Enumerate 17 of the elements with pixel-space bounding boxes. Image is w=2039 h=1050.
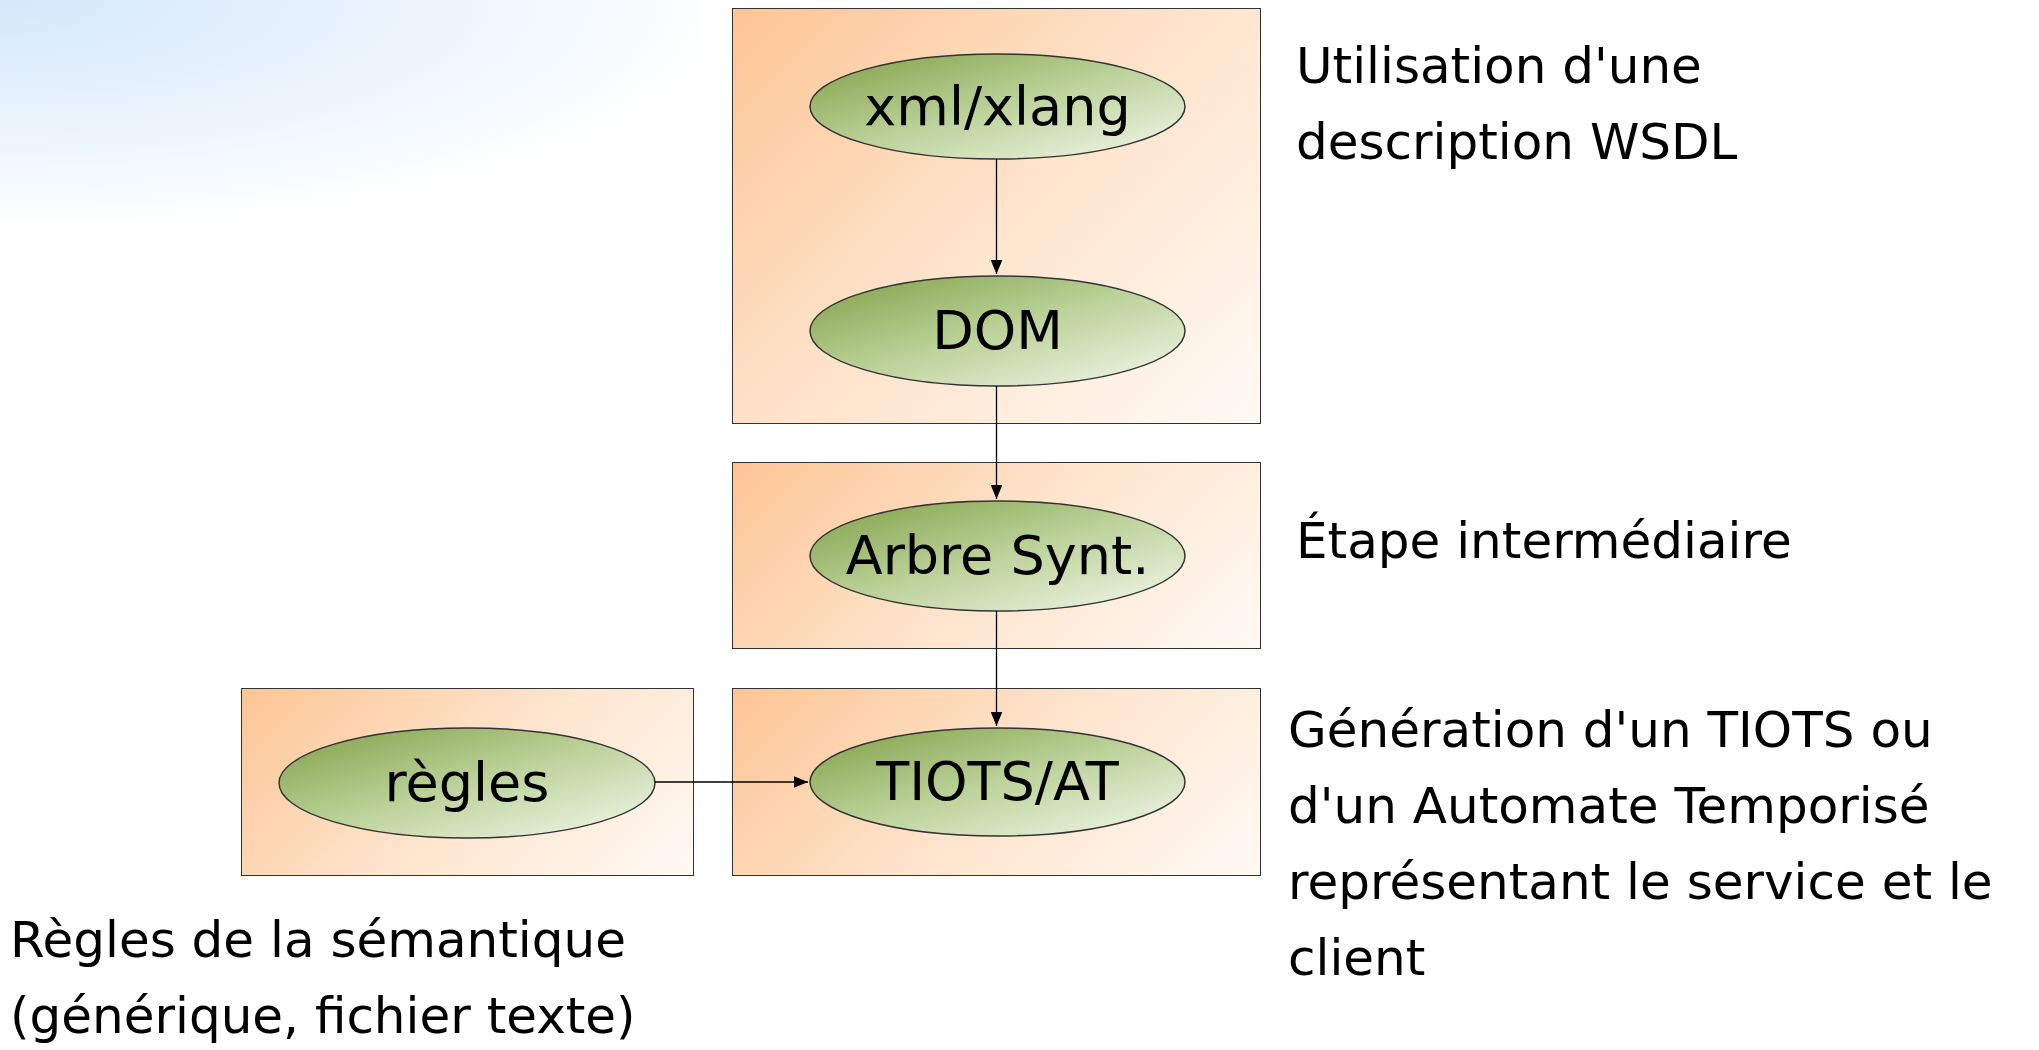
side-caption: Utilisation d'une description WSDL	[1296, 36, 1739, 173]
node-label: xml/xlang	[864, 79, 1131, 134]
arrow	[654, 776, 809, 788]
node-label: TIOTS/AT	[876, 755, 1119, 809]
arrow	[990, 158, 1003, 275]
group-box	[732, 8, 1261, 424]
node-label: Arbre Synt.	[845, 529, 1150, 583]
group-box	[732, 462, 1261, 649]
arrow	[990, 610, 1003, 727]
group-box	[732, 688, 1261, 876]
side-caption: Génération d'un TIOTS ou d'un Automate Temporisé représentant le service et le client	[1288, 700, 1994, 989]
side-caption: Règles de la sémantique (générique, fichier texte)	[10, 910, 637, 1047]
arrow	[990, 385, 1003, 500]
side-caption: Étape intermédiaire	[1296, 510, 1793, 572]
node-label: DOM	[932, 304, 1063, 358]
group-box	[241, 688, 694, 876]
node-label: règles	[384, 756, 550, 810]
